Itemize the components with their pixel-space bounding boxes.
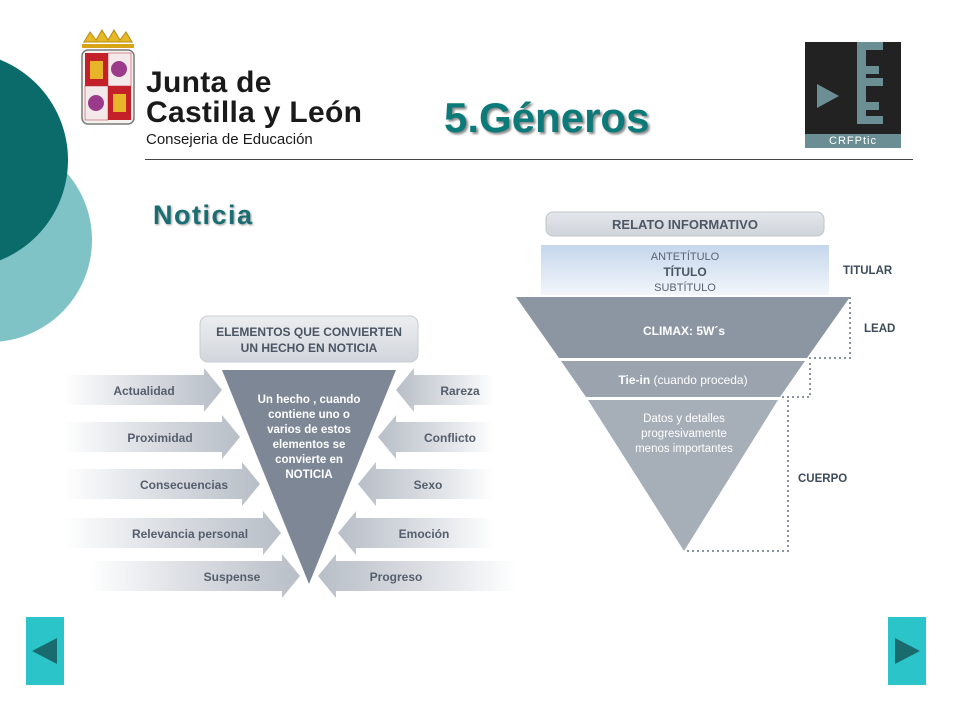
left-arrow-label-3: Consecuencias [140,478,228,492]
right-arrow-4: Emoción [338,511,494,555]
center-text-line-6: NOTICIA [285,469,332,481]
right-arrow-label-2: Conflicto [424,431,476,445]
cuerpo-bracket [686,363,811,552]
right-arrow-1: Rareza [396,368,494,412]
lead-bracket [807,297,851,359]
left-diagram-header-line-1: ELEMENTOS QUE CONVIERTEN [216,325,402,339]
datos-line-1: Datos y detalles [643,413,725,425]
header-divider [145,159,913,160]
left-arrow-label-2: Proximidad [127,431,192,445]
tiein-rest: (cuando proceda) [650,373,747,387]
center-text-line-4: elementos se [273,439,346,451]
crfptic-label: CRFPtic [829,135,877,147]
left-arrow-4: Relevancia personal [64,511,281,555]
news-elements-diagram: ELEMENTOS QUE CONVIERTEN UN HECHO EN NOT… [64,315,516,598]
datos-line-3: menos importantes [635,443,733,455]
right-arrow-label-3: Sexo [414,478,443,492]
right-arrow-label-5: Progreso [370,570,423,584]
central-triangle [222,370,396,584]
datos-line-2: progresivamente [641,428,727,440]
tiein-section [561,361,805,397]
left-arrow-label-4: Relevancia personal [132,527,248,541]
left-diagram-header-box [199,315,419,363]
right-arrow-label-1: Rareza [440,384,480,398]
lead-label: LEAD [864,323,895,335]
crfptic-logo: CRFPtic [805,42,901,148]
left-arrow-5: Suspense [90,554,300,598]
left-arrow-1: Actualidad [64,368,222,412]
subtitulo-text: SUBTÍTULO [654,281,716,294]
relato-header-label: RELATO INFORMATIVO [612,217,758,232]
climax-text: CLIMAX: 5W´s [643,324,725,338]
right-arrow-label-4: Emoción [399,527,450,541]
slide-title: 5.Géneros [444,94,650,141]
right-arrow-3: Sexo [358,462,494,506]
logo-line-3: Consejeria de Educación [146,131,313,148]
climax-section [516,297,850,358]
titular-block [541,245,829,295]
previous-slide-button[interactable] [26,617,64,685]
tiein-text: Tie-in (cuando proceda) [618,373,747,387]
crfptic-logo-icon [805,42,901,148]
left-arrow-label-1: Actualidad [113,384,174,398]
arrow-left-icon [32,638,57,664]
logo-line-1: Junta de [146,66,272,99]
center-text-line-2: contiene uno o [268,409,350,421]
left-diagram-header-line-2: UN HECHO EN NOTICIA [241,341,378,355]
arrow-right-icon [895,638,920,664]
dark-teal-circle [0,59,68,261]
decorative-circles [0,59,92,342]
left-arrow-3: Consecuencias [64,462,260,506]
logo-line-2: Castilla y León [146,96,363,129]
coat-of-arms-logo [78,28,138,128]
left-arrow-label-5: Suspense [204,570,261,584]
titulo-text: TÍTULO [663,264,706,279]
cuerpo-section [588,400,778,551]
center-text-line-5: convierte en [275,454,343,466]
center-text-line-3: varios de estos [267,424,351,436]
next-slide-button[interactable] [888,617,926,685]
right-arrow-5: Progreso [318,554,516,598]
center-text-line-1: Un hecho , cuando [258,394,361,406]
section-title: Noticia [153,200,254,230]
news-structure-diagram: RELATO INFORMATIVO ANTETÍTULO TÍTULO SUB… [516,211,895,552]
cuerpo-label: CUERPO [798,473,847,485]
relato-header-box [545,211,825,237]
right-arrow-2: Conflicto [378,415,494,459]
tiein-bold: Tie-in [618,373,650,387]
coat-of-arms-icon [81,29,135,125]
left-arrow-2: Proximidad [64,415,240,459]
titular-label: TITULAR [843,265,893,277]
antetitulo-text: ANTETÍTULO [651,250,720,263]
